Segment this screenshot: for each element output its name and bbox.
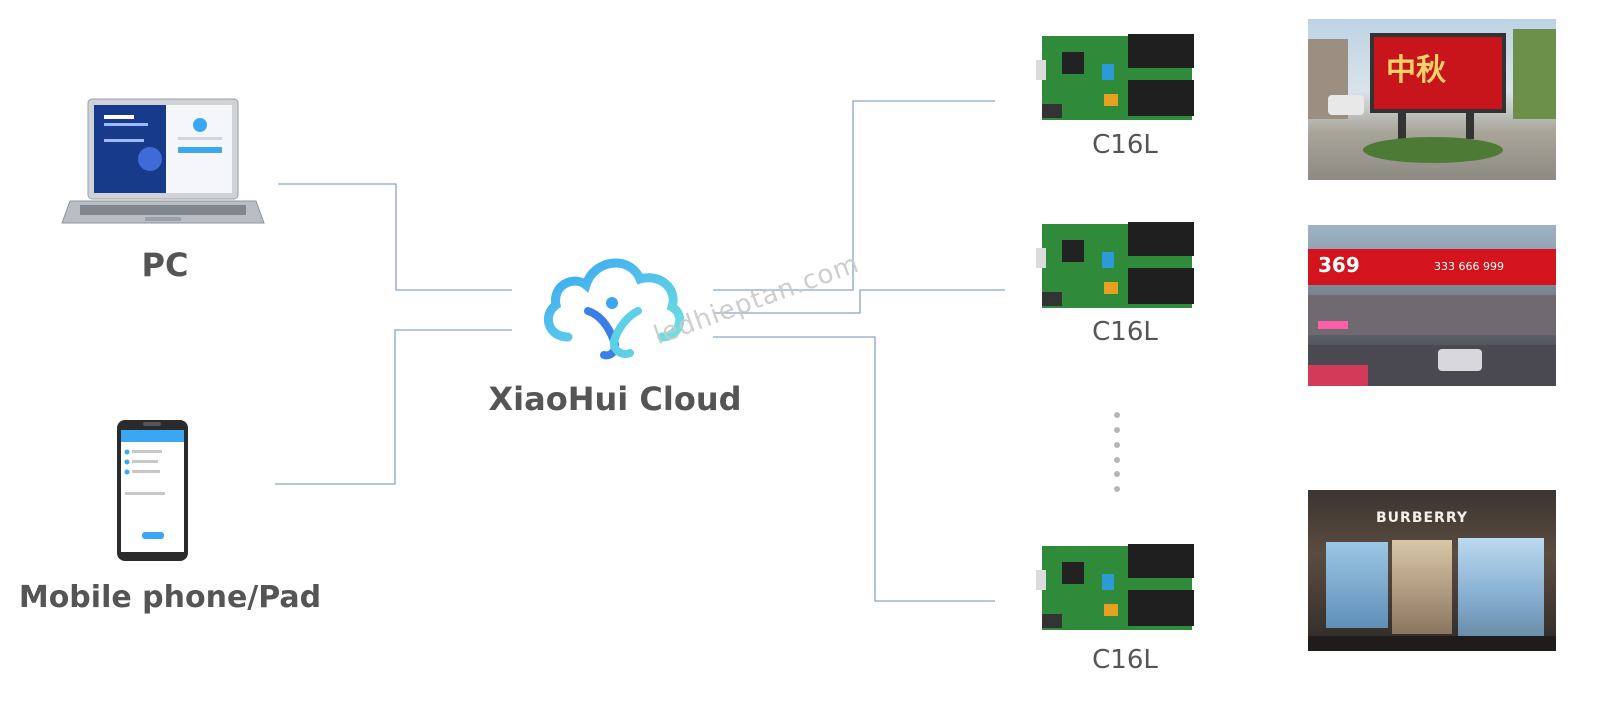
laptop-icon xyxy=(61,98,265,224)
connector-cloud-board2 xyxy=(713,289,1005,314)
controller-board-icon xyxy=(1036,34,1194,120)
connector-pc-cloud xyxy=(278,183,512,291)
controller-board-icon xyxy=(1036,544,1194,630)
pc-label: PC xyxy=(141,246,189,284)
mobile-label: Mobile phone/Pad xyxy=(18,580,322,615)
burberry-sign: BURBERRY xyxy=(1376,510,1468,526)
controller-2-label: C16L xyxy=(1092,317,1158,347)
xiaohui-cloud-logo xyxy=(543,258,685,360)
cloud-label: XiaoHui Cloud xyxy=(488,380,742,418)
controller-1-label: C16L xyxy=(1092,130,1158,160)
billboard-text: 中秋 xyxy=(1386,53,1446,88)
banner-phone: 333 666 999 xyxy=(1434,260,1504,273)
controller-board-icon xyxy=(1036,222,1194,308)
banner-text: 369 xyxy=(1318,253,1360,277)
storefront-banner-photo: 369 333 666 999 xyxy=(1308,225,1556,386)
outdoor-billboard-photo: 中秋 xyxy=(1308,19,1556,180)
controller-3-label: C16L xyxy=(1092,645,1158,675)
connector-mobile-cloud xyxy=(275,329,512,485)
smartphone-icon xyxy=(117,420,188,561)
burberry-storefront-photo: BURBERRY xyxy=(1308,490,1556,651)
ellipsis-dots xyxy=(1114,412,1120,492)
connector-cloud-board3 xyxy=(713,336,995,602)
connector-cloud-board1 xyxy=(713,100,995,291)
